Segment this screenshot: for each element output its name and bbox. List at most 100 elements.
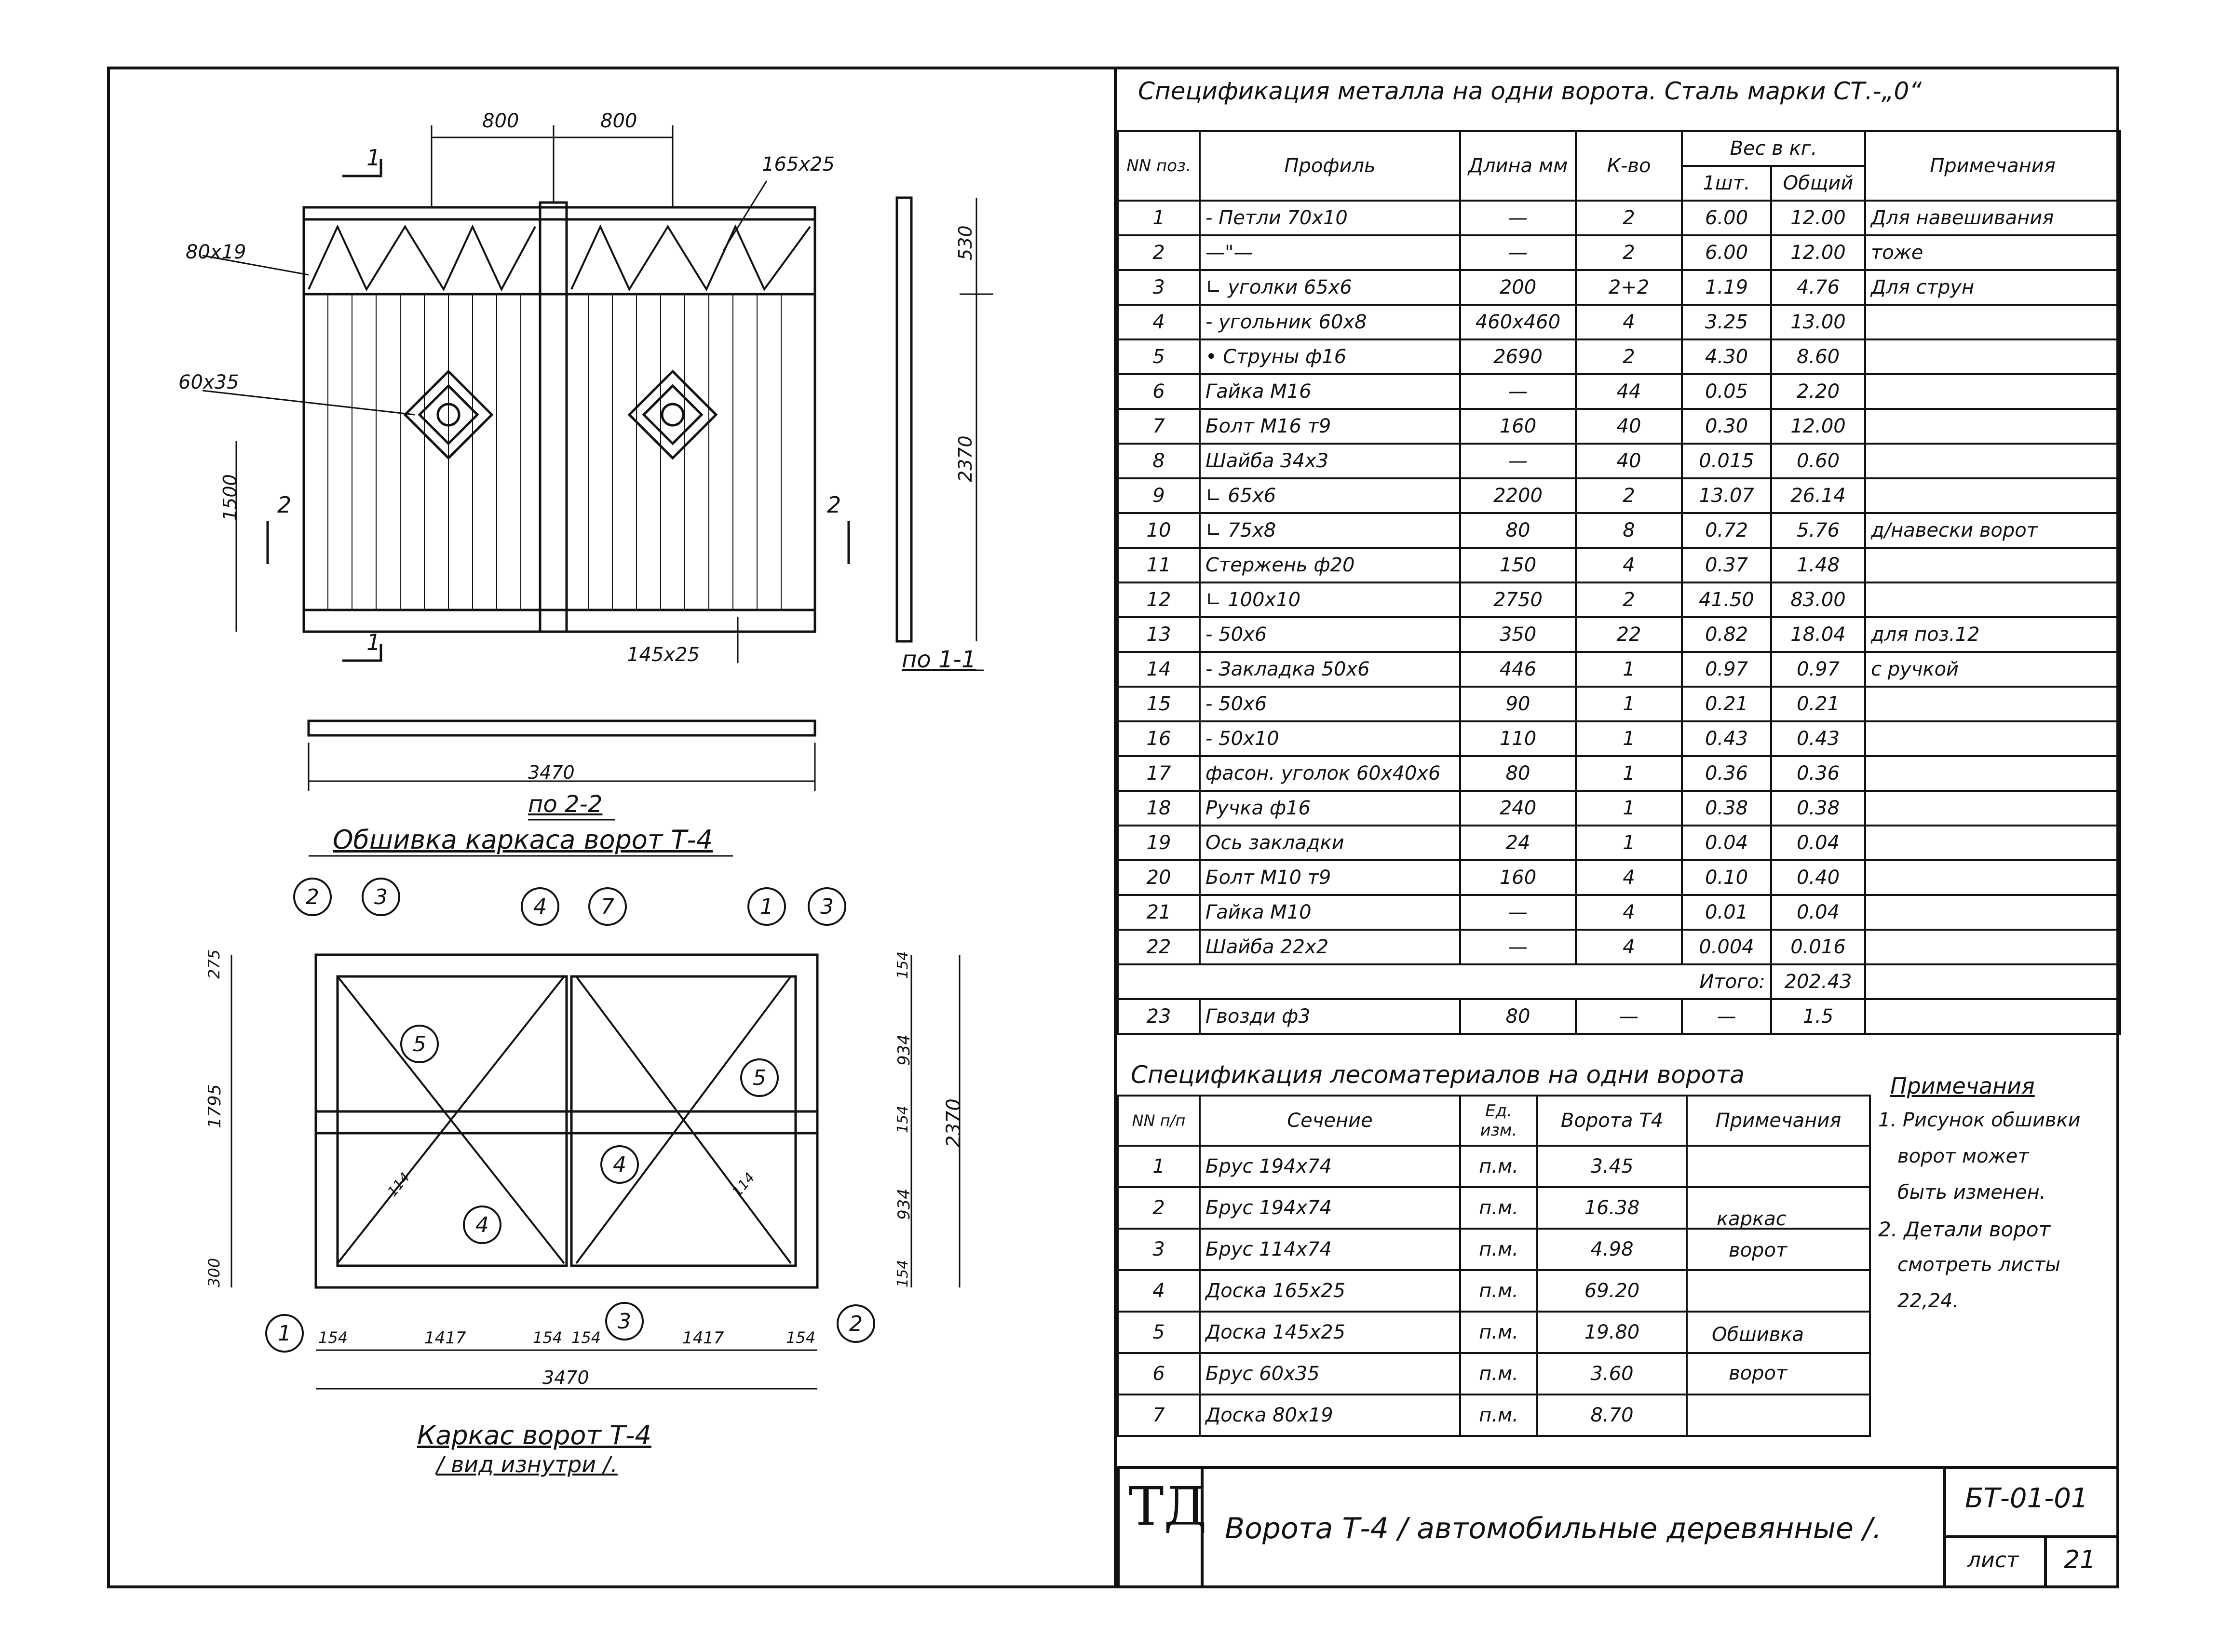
metal-cell-length: 80 bbox=[1459, 755, 1577, 792]
frame-dim-154a: 154 bbox=[894, 951, 911, 979]
frame-title: Каркас ворот Т-4 bbox=[417, 1420, 651, 1450]
metal-cell-length: 2200 bbox=[1459, 477, 1577, 514]
timber-cell-gate: 19.80 bbox=[1536, 1311, 1688, 1354]
section-mark-1-bottom: 1 bbox=[366, 629, 381, 655]
stamp-title: Ворота Т-4 / автомобильные деревянные /. bbox=[1225, 1512, 1882, 1545]
timber-group-note-1: каркас bbox=[1717, 1208, 1787, 1230]
metal-cell-w-unit: 0.38 bbox=[1681, 790, 1772, 826]
callout-5b: 5 bbox=[753, 1066, 766, 1090]
title-block-logo-cell bbox=[1117, 1466, 1204, 1588]
frame-dim-154c: 154 bbox=[894, 1259, 911, 1287]
callout-4c: 4 bbox=[475, 1213, 489, 1237]
metal-cell-num: 18 bbox=[1117, 790, 1201, 826]
metal-cell-profile: Ось закладки bbox=[1199, 825, 1461, 861]
metal-cell-num: 15 bbox=[1117, 686, 1201, 722]
metal-cell-w-total: 4.76 bbox=[1770, 269, 1866, 306]
callout-3c: 3 bbox=[618, 1309, 631, 1334]
metal-cell-note bbox=[1864, 790, 2121, 826]
metal-header-weight: Вес в кг. bbox=[1681, 130, 1866, 167]
metal-cell-w-unit: 0.97 bbox=[1681, 651, 1772, 688]
metal-cell-note bbox=[1864, 304, 2121, 340]
metal-cell-qty: 1 bbox=[1575, 790, 1683, 826]
metal-cell-qty: 4 bbox=[1575, 859, 1683, 896]
metal-cell-num: 12 bbox=[1117, 582, 1201, 618]
dim-530: 530 bbox=[955, 225, 976, 260]
metal-cell-num: 9 bbox=[1117, 477, 1201, 514]
metal-cell-w-unit: 13.07 bbox=[1681, 477, 1772, 514]
metal-cell-length: 24 bbox=[1459, 825, 1577, 861]
metal-cell-num: 14 bbox=[1117, 651, 1201, 688]
timber-cell-unit: п.м. bbox=[1459, 1311, 1538, 1354]
callout-3b: 3 bbox=[820, 894, 834, 919]
metal-total-value: 202.43 bbox=[1770, 963, 1866, 1000]
timber-cell-note bbox=[1686, 1186, 1871, 1230]
metal-cell-w-total: 0.60 bbox=[1770, 443, 1866, 479]
metal-cell-num: 5 bbox=[1117, 339, 1201, 375]
metal-cell-note bbox=[1864, 929, 2121, 965]
metal-header-w-total: Общий bbox=[1770, 165, 1866, 202]
metal-cell-qty: 4 bbox=[1575, 547, 1683, 583]
frame-dim-300: 300 bbox=[205, 1258, 223, 1287]
metal-cell-qty: 2+2 bbox=[1575, 269, 1683, 306]
metal-cell-note bbox=[1864, 825, 2121, 861]
timber-cell-section: Доска 165x25 bbox=[1199, 1269, 1461, 1313]
metal-cell-profile: Болт М16 т9 bbox=[1199, 408, 1461, 445]
metal-cell-w-unit: 0.015 bbox=[1681, 443, 1772, 479]
timber-header-note: Примечания bbox=[1686, 1095, 1871, 1147]
metal-cell-profile: Ручка ф16 bbox=[1199, 790, 1461, 826]
timber-cell-gate: 8.70 bbox=[1536, 1394, 1688, 1437]
metal-cell-w-total: 0.38 bbox=[1770, 790, 1866, 826]
section-mark-2-right: 2 bbox=[827, 492, 841, 518]
timber-cell-num: 6 bbox=[1117, 1352, 1201, 1395]
metal-cell-w-unit: 0.37 bbox=[1681, 547, 1772, 583]
metal-cell-w-total: 0.016 bbox=[1770, 929, 1866, 965]
metal-row23-profile: Гвозди ф3 bbox=[1199, 998, 1461, 1035]
metal-cell-profile: ∟ уголки 65x6 bbox=[1199, 269, 1461, 306]
metal-cell-profile: фасон. уголок 60x40x6 bbox=[1199, 755, 1461, 792]
callout-1b: 1 bbox=[278, 1321, 291, 1346]
metal-cell-qty: 44 bbox=[1575, 373, 1683, 410]
timber-header-unit: Ед. изм. bbox=[1459, 1095, 1538, 1147]
metal-cell-w-unit: 4.30 bbox=[1681, 339, 1772, 375]
metal-cell-length: — bbox=[1459, 443, 1577, 479]
dim-800-right: 800 bbox=[600, 110, 637, 132]
metal-cell-w-total: 5.76 bbox=[1770, 512, 1866, 549]
dim-2370-side: 2370 bbox=[955, 435, 976, 482]
metal-cell-num: 4 bbox=[1117, 304, 1201, 340]
timber-header-num: NN п/п bbox=[1117, 1095, 1201, 1147]
metal-cell-w-unit: 0.82 bbox=[1681, 616, 1772, 653]
metal-cell-qty: 2 bbox=[1575, 200, 1683, 236]
metal-cell-w-unit: 6.00 bbox=[1681, 200, 1772, 236]
metal-cell-note bbox=[1864, 686, 2121, 722]
metal-cell-length: 90 bbox=[1459, 686, 1577, 722]
label-80x19: 80x19 bbox=[186, 241, 246, 263]
metal-cell-note bbox=[1864, 373, 2121, 410]
metal-cell-length: 2750 bbox=[1459, 582, 1577, 618]
metal-cell-length: 460x460 bbox=[1459, 304, 1577, 340]
metal-cell-note bbox=[1864, 477, 2121, 514]
metal-cell-length: — bbox=[1459, 894, 1577, 931]
metal-cell-profile: - 50x10 bbox=[1199, 720, 1461, 757]
metal-cell-qty: 1 bbox=[1575, 686, 1683, 722]
frame-subtitle: / вид изнутри /. bbox=[436, 1451, 618, 1477]
cladding-elevation-outline bbox=[302, 206, 816, 633]
metal-cell-num: 7 bbox=[1117, 408, 1201, 445]
metal-cell-w-unit: 0.01 bbox=[1681, 894, 1772, 931]
metal-spec-title: Спецификация металла на одни ворота. Ста… bbox=[1138, 77, 1922, 105]
callout-7: 7 bbox=[601, 894, 614, 919]
section-1-1-label: по 1-1 bbox=[902, 646, 976, 673]
metal-cell-note bbox=[1864, 859, 2121, 896]
metal-cell-length: 160 bbox=[1459, 408, 1577, 445]
metal-cell-qty: 1 bbox=[1575, 651, 1683, 688]
metal-cell-w-unit: 0.30 bbox=[1681, 408, 1772, 445]
metal-row23-wunit: — bbox=[1681, 998, 1772, 1035]
metal-cell-w-total: 1.48 bbox=[1770, 547, 1866, 583]
